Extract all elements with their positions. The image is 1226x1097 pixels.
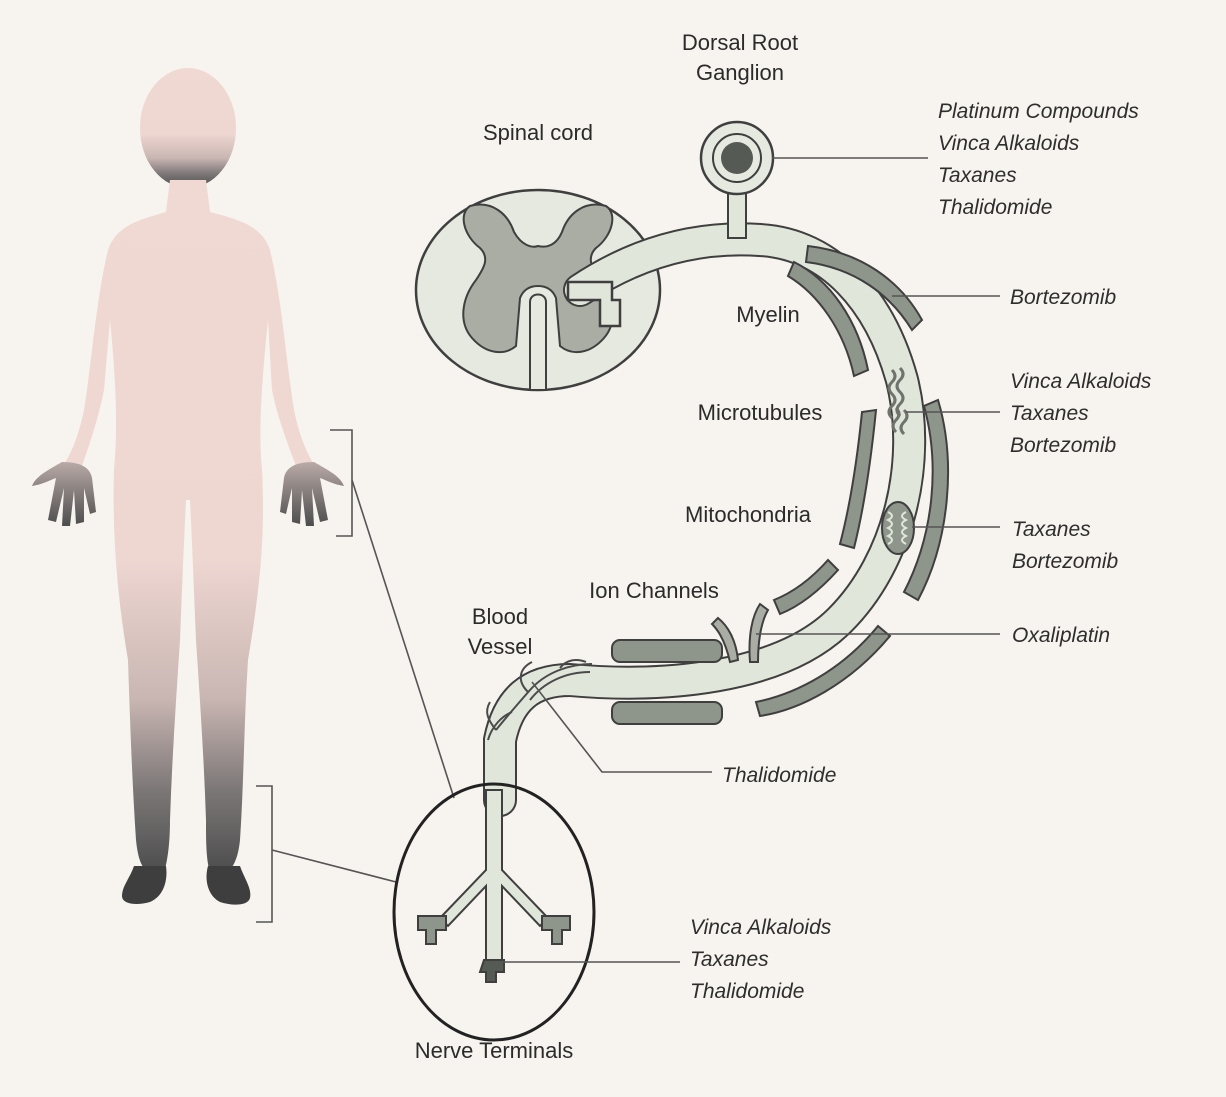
dorsal-root-label-line1: Dorsal Root	[682, 30, 798, 55]
ion-channels-label: Ion Channels	[589, 578, 719, 603]
microtubules-drug-2: Taxanes	[1010, 402, 1089, 425]
blood-vessel-drug-1: Thalidomide	[722, 764, 836, 787]
microtubules-drug-1: Vinca Alkaloids	[1010, 370, 1152, 393]
dorsal-root-label-line2: Ganglion	[696, 60, 784, 85]
ganglion-drug-1: Platinum Compounds	[938, 100, 1139, 123]
terminal-bulb	[418, 916, 446, 944]
left-hand	[32, 462, 96, 526]
mitochondrion	[882, 502, 914, 554]
ganglion-drug-2: Vinca Alkaloids	[938, 132, 1080, 155]
dorsal-root-ganglion	[701, 122, 773, 194]
foot-bracket	[256, 786, 272, 922]
terminals-drug-3: Thalidomide	[690, 980, 804, 1003]
myelin-label: Myelin	[736, 302, 800, 327]
hand-to-terminal-line	[352, 480, 454, 798]
nerve-terminals-circle	[394, 784, 594, 1040]
terminals-drug-2: Taxanes	[690, 948, 769, 971]
left-foot	[122, 866, 166, 904]
myelin-drug-1: Bortezomib	[1010, 286, 1117, 309]
microtubules-drug-3: Bortezomib	[1010, 434, 1117, 457]
terminal-bulb	[480, 960, 504, 982]
figure-head	[140, 68, 236, 188]
blood-vessel-label-line1: Blood	[472, 604, 528, 629]
terminals-drug-1: Vinca Alkaloids	[690, 916, 832, 939]
right-hand	[280, 462, 344, 526]
terminal-bulb	[542, 916, 570, 944]
ion-channels-drug-1: Oxaliplatin	[1012, 624, 1110, 647]
spinal-cord-label: Spinal cord	[483, 120, 593, 145]
blood-vessel-label-line2: Vessel	[468, 634, 533, 659]
myelin-segment	[774, 560, 838, 614]
ganglion-drug-3: Taxanes	[938, 164, 1017, 187]
nerve-terminals-label: Nerve Terminals	[415, 1038, 574, 1063]
ganglion-drug-4: Thalidomide	[938, 196, 1052, 219]
mitochondria-label: Mitochondria	[685, 502, 812, 527]
right-foot	[207, 866, 251, 905]
mitochondria-drug-1: Taxanes	[1012, 518, 1091, 541]
myelin-segment	[840, 410, 876, 548]
myelin-segment	[612, 702, 722, 724]
central-fissure	[530, 295, 546, 391]
foot-to-terminal-line	[272, 850, 396, 882]
microtubules-label: Microtubules	[698, 400, 823, 425]
myelin-segment	[612, 640, 722, 662]
spinal-cord	[416, 190, 660, 390]
human-figure	[32, 68, 344, 905]
mitochondria-drug-2: Bortezomib	[1012, 550, 1119, 573]
figure-body	[60, 180, 318, 872]
